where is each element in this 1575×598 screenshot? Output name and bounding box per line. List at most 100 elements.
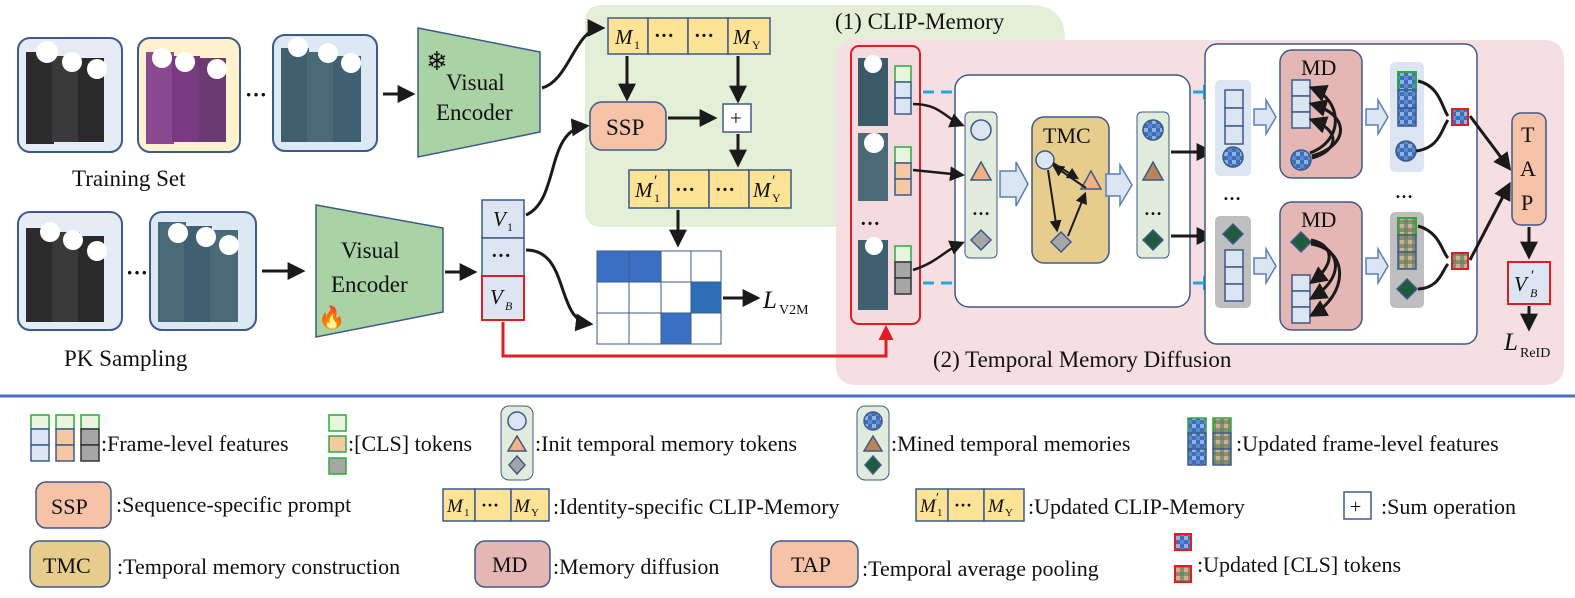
legend-mined-icon (856, 405, 890, 481)
final-feature: V ′ B (1507, 261, 1551, 305)
arrow-v-to-ssp (525, 118, 590, 217)
person-image-set-1 (26, 41, 107, 144)
m1p-sub: 1 (654, 191, 660, 205)
red-arrow-vb-to-tmd (501, 322, 894, 358)
legend-frame-features: :Frame-level features (101, 431, 289, 456)
vb-label: V (490, 285, 505, 309)
tmd-title: (2) Temporal Memory Diffusion (933, 347, 1232, 372)
visual-encoder-frozen: ❄ Visual Encoder (417, 27, 541, 158)
legend-identity-memory: :Identity-specific CLIP-Memory (553, 494, 840, 519)
frame-sequence: … (858, 55, 912, 310)
tmc-label: TMC (1043, 123, 1091, 148)
arrow-frame2-to-tokens (912, 166, 965, 182)
legend-updated-cls: :Updated [CLS] tokens (1197, 552, 1401, 577)
legend-updated-memory-icon: M ′ 1 ··· M Y (915, 488, 1025, 522)
sequence-feature-stack: V 1 ··· V B (481, 199, 525, 321)
training-set-label: Training Set (72, 166, 186, 191)
legend-init-icon (500, 405, 534, 481)
clip-memory-title: (1) CLIP-Memory (835, 9, 1005, 34)
legend-tap-desc: :Temporal average pooling (862, 556, 1099, 581)
legend-myp: M (987, 496, 1005, 517)
ssp-label: SSP (606, 115, 644, 140)
legend-memory-icon: M 1 ··· M Y (442, 488, 550, 522)
legend-tmc-icon: TMC (29, 540, 111, 588)
m1-label: M (614, 25, 634, 49)
legend-m1: M (446, 496, 464, 517)
vbp-prime: ′ (1531, 268, 1534, 284)
legend-md-desc: :Memory diffusion (553, 554, 719, 579)
tap-t: T (1521, 122, 1535, 147)
arrow-v-to-matrix (525, 248, 594, 332)
encoder-2-label-line2: Encoder (331, 272, 408, 297)
similarity-matrix (596, 250, 722, 345)
legend-tap-icon: TAP (770, 540, 859, 588)
legend-sum: :Sum operation (1381, 494, 1516, 519)
legend-sum-icon: + (1343, 491, 1372, 520)
ssp-block: SSP (589, 101, 667, 151)
myp-label: M (752, 178, 772, 202)
sum-plus: + (730, 106, 742, 130)
legend-tap-label: TAP (791, 552, 831, 577)
legend-updated-cls-icon (1174, 533, 1192, 583)
legend-cls-tokens: :[CLS] tokens (348, 431, 472, 456)
legend-m1p: M (919, 496, 937, 517)
m1p-label: M (634, 178, 654, 202)
vbp-sub: B (1530, 286, 1538, 300)
loss-reid-label: L (1503, 329, 1518, 356)
md-branch-top: MD (1215, 49, 1469, 179)
init-memory-tokens: … (964, 111, 998, 259)
pk-sampling-thumbnails (17, 211, 257, 331)
arrow-frame3-to-tokens (912, 240, 965, 272)
m1p-prime: ′ (654, 173, 658, 190)
md-right-dots: … (1395, 182, 1413, 202)
legend-mined-memories: :Mined temporal memories (891, 431, 1131, 456)
legend-plus: + (1350, 496, 1361, 518)
legend-m1p-prime: ′ (936, 491, 939, 506)
loss-reid-sub: ReID (1520, 346, 1550, 361)
encoder-1-label-line1: Visual (446, 70, 505, 95)
mp-dots-1: ··· (675, 179, 695, 201)
encoder-2-label-line1: Visual (341, 238, 400, 263)
tap-block: T A P (1511, 112, 1547, 226)
legend-tmc-desc: :Temporal memory construction (117, 554, 400, 579)
arrow-frame1-to-tokens (912, 102, 965, 128)
mp-dots-2: ··· (715, 179, 735, 201)
encoder-1-label-line2: Encoder (436, 100, 513, 125)
m-dots-2: ··· (694, 25, 714, 47)
legend-my: M (513, 496, 531, 517)
arrow-tmc-to-mined (1105, 162, 1133, 208)
person-image-set-2 (146, 48, 227, 144)
clip-memory-bank: M 1 ··· ··· M Y (607, 17, 771, 55)
legend-md-label: MD (492, 552, 527, 577)
tap-p: P (1521, 190, 1533, 215)
legend-ssp-desc: :Sequence-specific prompt (116, 492, 351, 517)
md-left-dots: … (1223, 184, 1241, 204)
legend-updated-frame: :Updated frame-level features (1236, 431, 1499, 456)
myp-sub: Y (772, 191, 781, 205)
pk-dots: ··· (126, 260, 148, 285)
person-image-set-3 (281, 37, 361, 142)
updated-clip-memory: M ′ 1 ··· ··· M ′ Y (628, 169, 792, 209)
m-dots-1: ··· (654, 25, 674, 47)
myp-prime: ′ (772, 173, 776, 190)
legend-tmc-label: TMC (43, 553, 91, 578)
vb-sub: B (505, 299, 513, 313)
legend-init-tokens: :Init temporal memory tokens (535, 431, 797, 456)
legend-updated-memory: :Updated CLIP-Memory (1028, 494, 1245, 519)
init-dots: … (972, 199, 990, 219)
tmc-block: TMC (1031, 116, 1110, 264)
tap-a: A (1520, 156, 1536, 181)
m1-sub: 1 (634, 38, 640, 52)
mined-memory-tokens: … (1136, 111, 1170, 259)
legend-my-sub: Y (531, 507, 539, 519)
md-bottom-label: MD (1301, 207, 1336, 232)
arrow-tokens-to-tmc (999, 161, 1029, 207)
loss-v2m-label: L (762, 287, 777, 314)
v1-sub: 1 (507, 220, 513, 234)
mined-dots: … (1144, 199, 1162, 219)
vbp-label: V (1514, 272, 1529, 296)
legend-cls-icon (328, 414, 347, 475)
legend-ssp-label: SSP (51, 494, 88, 519)
